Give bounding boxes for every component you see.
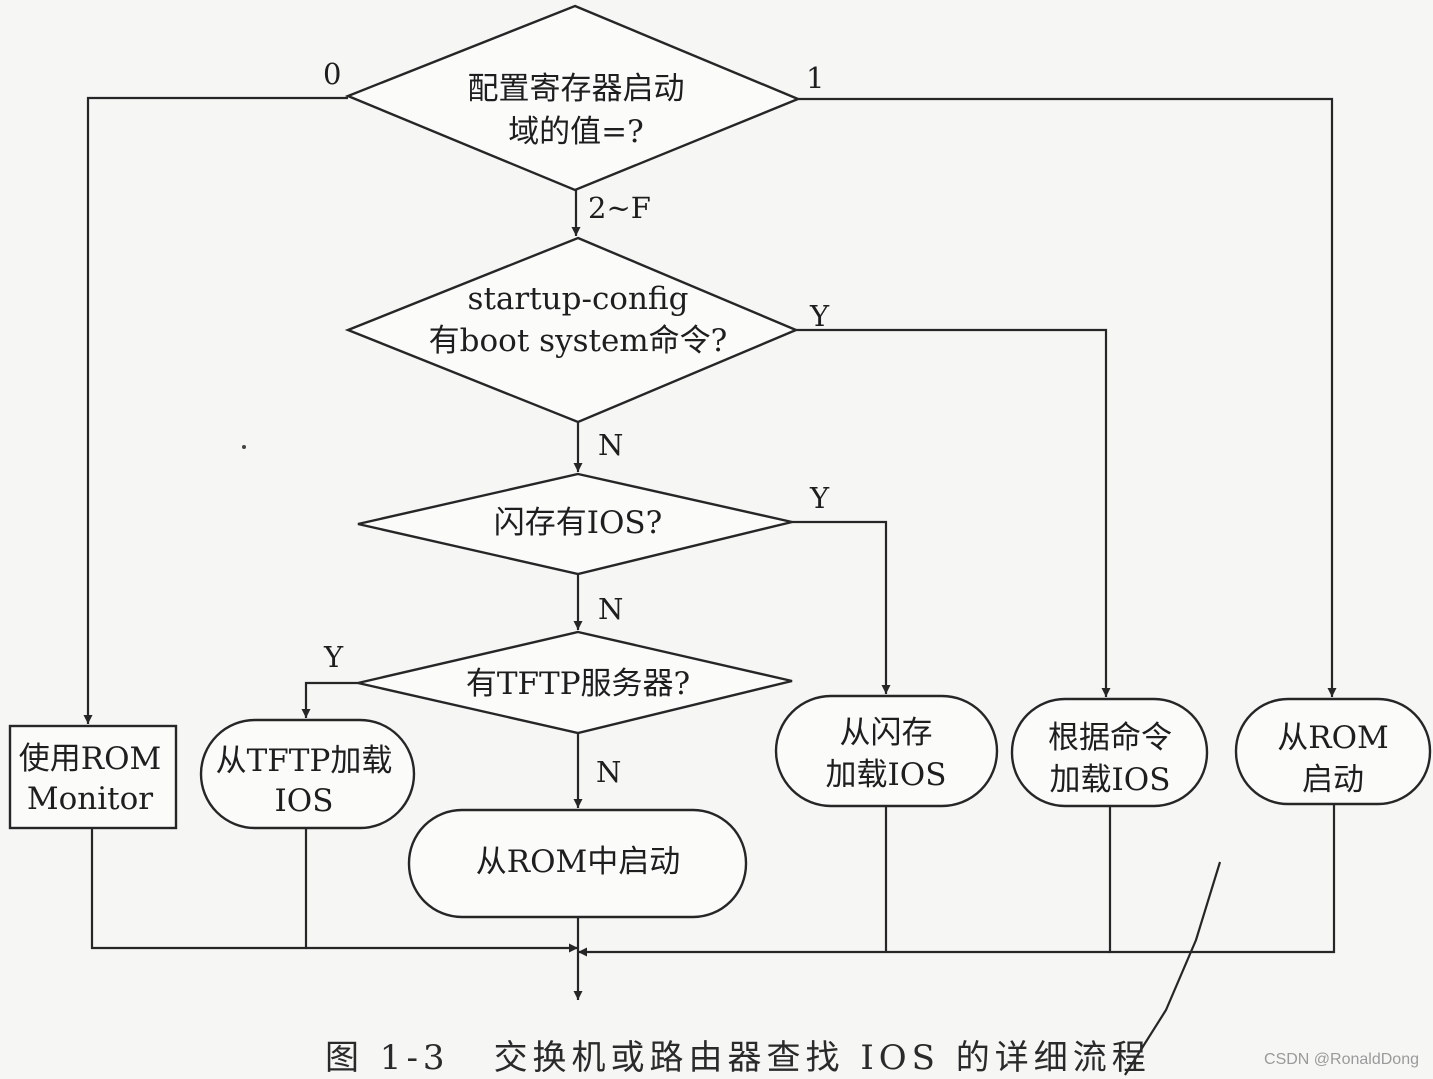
decision-flash-ios	[357, 472, 793, 576]
edge-label-flash-yes: Y	[809, 481, 830, 515]
cmd-load-line1: 根据命令	[1048, 720, 1172, 756]
edge-to-flash-load	[792, 520, 891, 694]
cmd-load-line2: 加载IOS	[1050, 762, 1171, 798]
merge-left	[90, 828, 308, 950]
edge-label-zero: 0	[323, 57, 341, 91]
edge-label-tftp-yes: Y	[323, 640, 344, 674]
edge-to-tftp-load	[301, 681, 358, 718]
flash-load-line2: 加载IOS	[826, 757, 947, 793]
decision-cfg-register	[344, 4, 802, 192]
edge-label-tftp-no: N	[596, 755, 621, 789]
tftp-load-line1: 从TFTP加载	[216, 743, 393, 779]
edge-to-rom-boot	[798, 97, 1337, 697]
rom-boot-line2: 启动	[1302, 762, 1364, 798]
cfg-register-line1: 配置寄存器启动	[468, 71, 685, 107]
process-tftp-load	[199, 718, 416, 830]
process-rom-boot-center	[407, 808, 748, 919]
process-rom-monitor	[8, 724, 178, 830]
edge-label-flash-no: N	[598, 592, 623, 626]
figure-title: 交换机或路由器查找 IOS 的详细流程	[493, 1038, 1151, 1078]
rom-monitor-line1: 使用ROM	[19, 741, 162, 777]
edge-label-cfg-no: N	[598, 428, 623, 462]
edge-to-cmd-load	[796, 328, 1111, 697]
rom-monitor-line2: Monitor	[27, 781, 153, 817]
edge-to-rom-monitor	[83, 96, 348, 724]
edge-label-two-to-f: 2~F	[588, 191, 651, 225]
startup-config-line1: startup-config	[468, 281, 689, 317]
flash-ios-text: 闪存有IOS?	[494, 505, 663, 541]
flash-load-line1: 从闪存	[840, 715, 933, 751]
merge-right	[1108, 804, 1336, 954]
startup-config-line2: 有boot system命令?	[429, 323, 728, 359]
tftp-load-line2: IOS	[275, 783, 334, 819]
figure-number: 图 1-3	[325, 1038, 450, 1078]
tftp-server-text: 有TFTP服务器?	[466, 666, 690, 702]
process-cmd-load	[1010, 697, 1209, 808]
pen-stroke-decoration	[1124, 861, 1222, 1076]
process-flash-load	[774, 694, 999, 808]
decision-tftp-server	[357, 630, 793, 735]
edge-label-one: 1	[806, 61, 824, 95]
rom-boot-center-text: 从ROM中启动	[476, 844, 681, 880]
cfg-register-line2: 域的值=?	[508, 114, 644, 150]
process-rom-boot	[1234, 697, 1432, 806]
watermark: CSDN @RonaldDong	[1264, 1051, 1419, 1068]
rom-boot-line1: 从ROM	[1277, 720, 1389, 756]
decision-startup-config	[344, 236, 800, 424]
scan-speck	[242, 445, 246, 449]
connectors	[83, 96, 1337, 1000]
edge-label-cfg-yes: Y	[809, 299, 830, 333]
